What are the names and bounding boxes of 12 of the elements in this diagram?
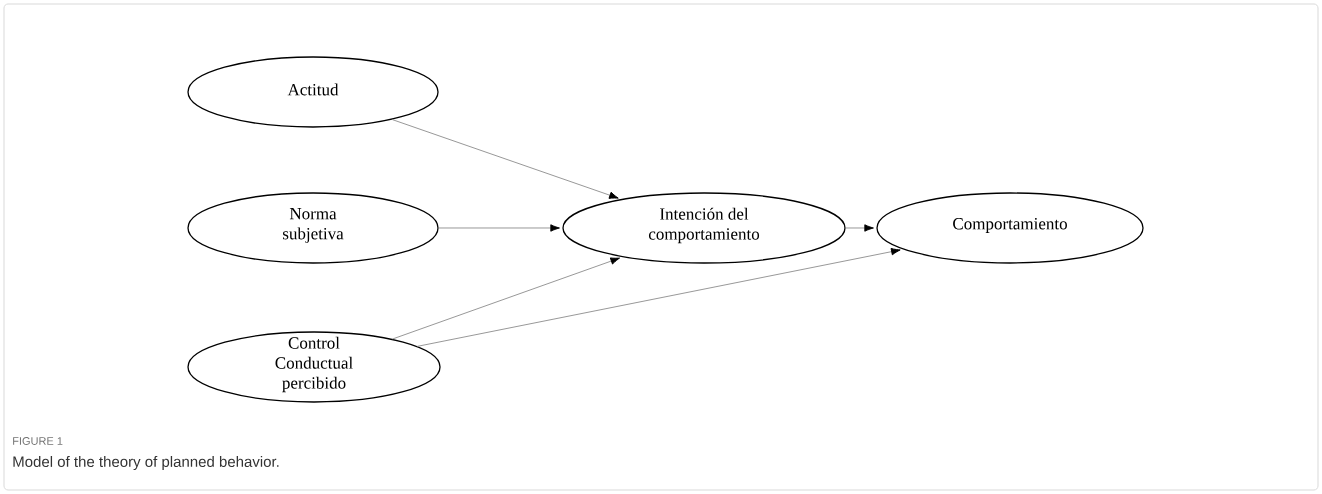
- arrow: [392, 257, 620, 340]
- ellipse-node: Comportamiento: [876, 192, 1144, 264]
- ellipse-node: Intención del comportamiento: [562, 192, 846, 264]
- ellipse-node: Control Conductual percibido: [187, 331, 441, 403]
- figure-number: FIGURE 1: [13, 437, 63, 445]
- arrow: [845, 224, 874, 232]
- arrow: [392, 119, 619, 199]
- arrow: [416, 248, 901, 347]
- ellipse-node: Norma subjetiva: [187, 192, 439, 264]
- caption: Model of the theory of planned behavior.: [13, 456, 279, 470]
- arrow: [438, 224, 560, 232]
- ellipse-node: Actitud: [187, 56, 439, 128]
